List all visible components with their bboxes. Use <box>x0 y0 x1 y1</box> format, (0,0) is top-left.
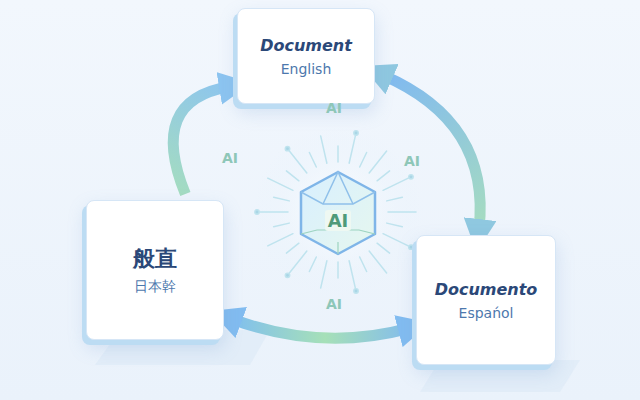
light-ray <box>377 243 390 253</box>
ai-tag: AI <box>404 153 420 169</box>
ray-dot <box>354 131 358 135</box>
light-ray <box>274 223 290 227</box>
light-ray <box>286 171 299 181</box>
node-title: Documento <box>435 280 538 299</box>
ray-dot <box>409 175 413 179</box>
light-ray <box>268 234 293 246</box>
light-ray <box>360 257 367 271</box>
light-ray <box>369 251 386 273</box>
document-card: DocumentoEspańol <box>416 235 556 365</box>
node-title: Document <box>260 36 352 55</box>
ai-tag: AI <box>222 150 238 166</box>
light-ray <box>349 261 355 288</box>
node-subtitle: English <box>281 61 332 77</box>
light-ray <box>369 151 386 173</box>
document-card: DocumentEnglish <box>237 8 375 104</box>
light-ray <box>337 262 339 278</box>
light-ray <box>289 151 306 173</box>
light-ray <box>377 171 390 181</box>
light-ray <box>387 223 403 227</box>
node-title: 般直 <box>133 244 177 274</box>
cycle-arrow <box>383 75 480 229</box>
node-subtitle: Espańol <box>459 305 514 321</box>
cycle-arrow <box>173 87 229 194</box>
light-ray <box>388 211 416 213</box>
light-ray <box>268 178 293 190</box>
ray-dot <box>354 289 358 293</box>
light-ray <box>321 136 327 163</box>
ray-dot <box>285 273 289 277</box>
node-title: AI <box>325 210 352 231</box>
light-ray <box>286 243 299 253</box>
light-ray <box>274 197 290 201</box>
ai-tag: AI <box>326 100 342 116</box>
light-ray <box>383 178 408 190</box>
ai-crystal: AI <box>293 168 383 258</box>
light-ray <box>309 257 316 271</box>
light-ray <box>321 261 327 288</box>
light-ray <box>260 211 288 213</box>
light-ray <box>387 197 403 201</box>
light-ray <box>337 146 339 162</box>
light-ray <box>383 234 408 246</box>
ray-dot <box>285 146 289 150</box>
ray-dot <box>255 210 259 214</box>
light-ray <box>360 153 367 167</box>
light-ray <box>289 251 306 273</box>
document-card: 般直日本幹 <box>86 200 224 340</box>
ray-dot <box>409 245 413 249</box>
ai-tag: AI <box>326 296 342 312</box>
light-ray <box>349 136 355 163</box>
node-subtitle: 日本幹 <box>134 278 176 296</box>
light-ray <box>309 153 316 167</box>
cycle-arrow <box>232 319 408 338</box>
